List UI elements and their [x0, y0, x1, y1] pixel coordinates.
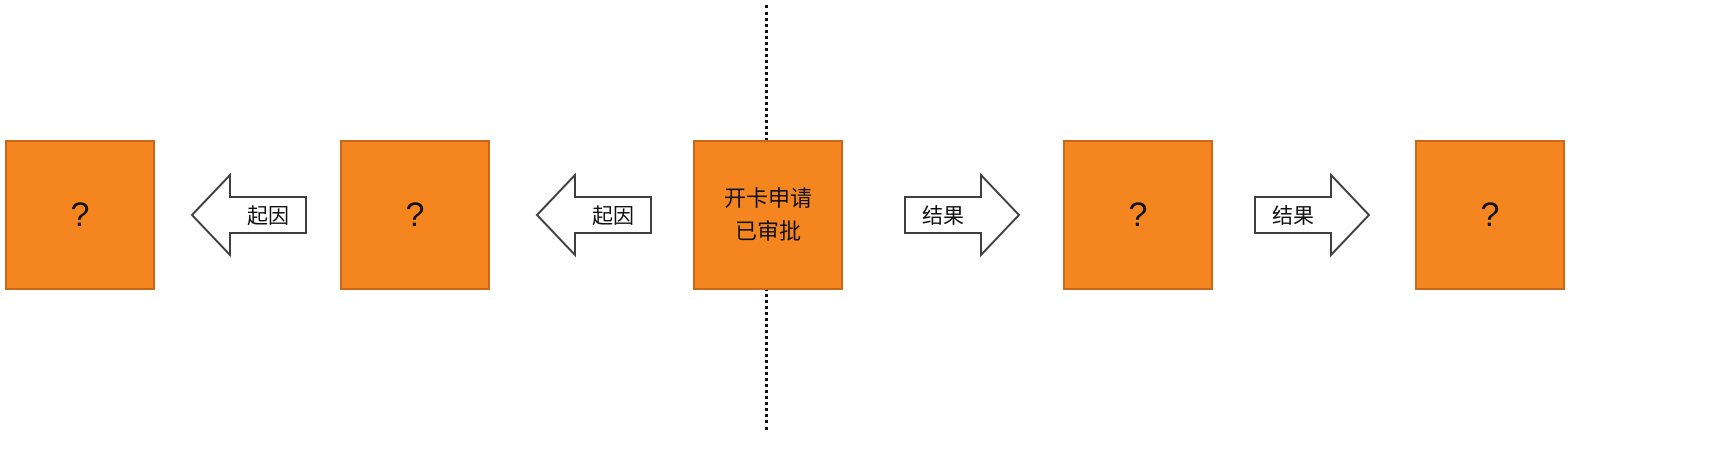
- arrow-label: 结果: [1272, 205, 1314, 228]
- node-label-line2: 已审批: [734, 219, 801, 244]
- node-cause-outer[interactable]: ?: [5, 140, 155, 290]
- node-label: ?: [70, 196, 90, 234]
- arrow-effect-inner: 结果: [903, 167, 1021, 263]
- arrow-cause-inner: 起因: [535, 167, 653, 263]
- node-label-line1: 开卡申请: [723, 186, 812, 211]
- block-arrow-left-icon: [535, 172, 652, 258]
- node-cause-inner[interactable]: ?: [340, 140, 490, 290]
- node-effect-inner[interactable]: ?: [1063, 140, 1213, 290]
- block-arrow-left-icon: [190, 172, 307, 258]
- block-arrow-right-icon: [904, 172, 1021, 258]
- arrow-cause-outer: 起因: [190, 167, 308, 263]
- block-arrow-right-icon: [1254, 172, 1371, 258]
- node-label: ?: [1128, 196, 1148, 234]
- arrow-label: 结果: [922, 205, 964, 228]
- node-label: ?: [405, 196, 425, 234]
- arrow-label: 起因: [247, 205, 289, 228]
- node-effect-outer[interactable]: ?: [1415, 140, 1565, 290]
- node-label: ?: [1480, 196, 1500, 234]
- node-central-event[interactable]: 开卡申请 已审批: [693, 140, 843, 290]
- arrow-effect-outer: 结果: [1253, 167, 1371, 263]
- arrow-label: 起因: [592, 205, 634, 228]
